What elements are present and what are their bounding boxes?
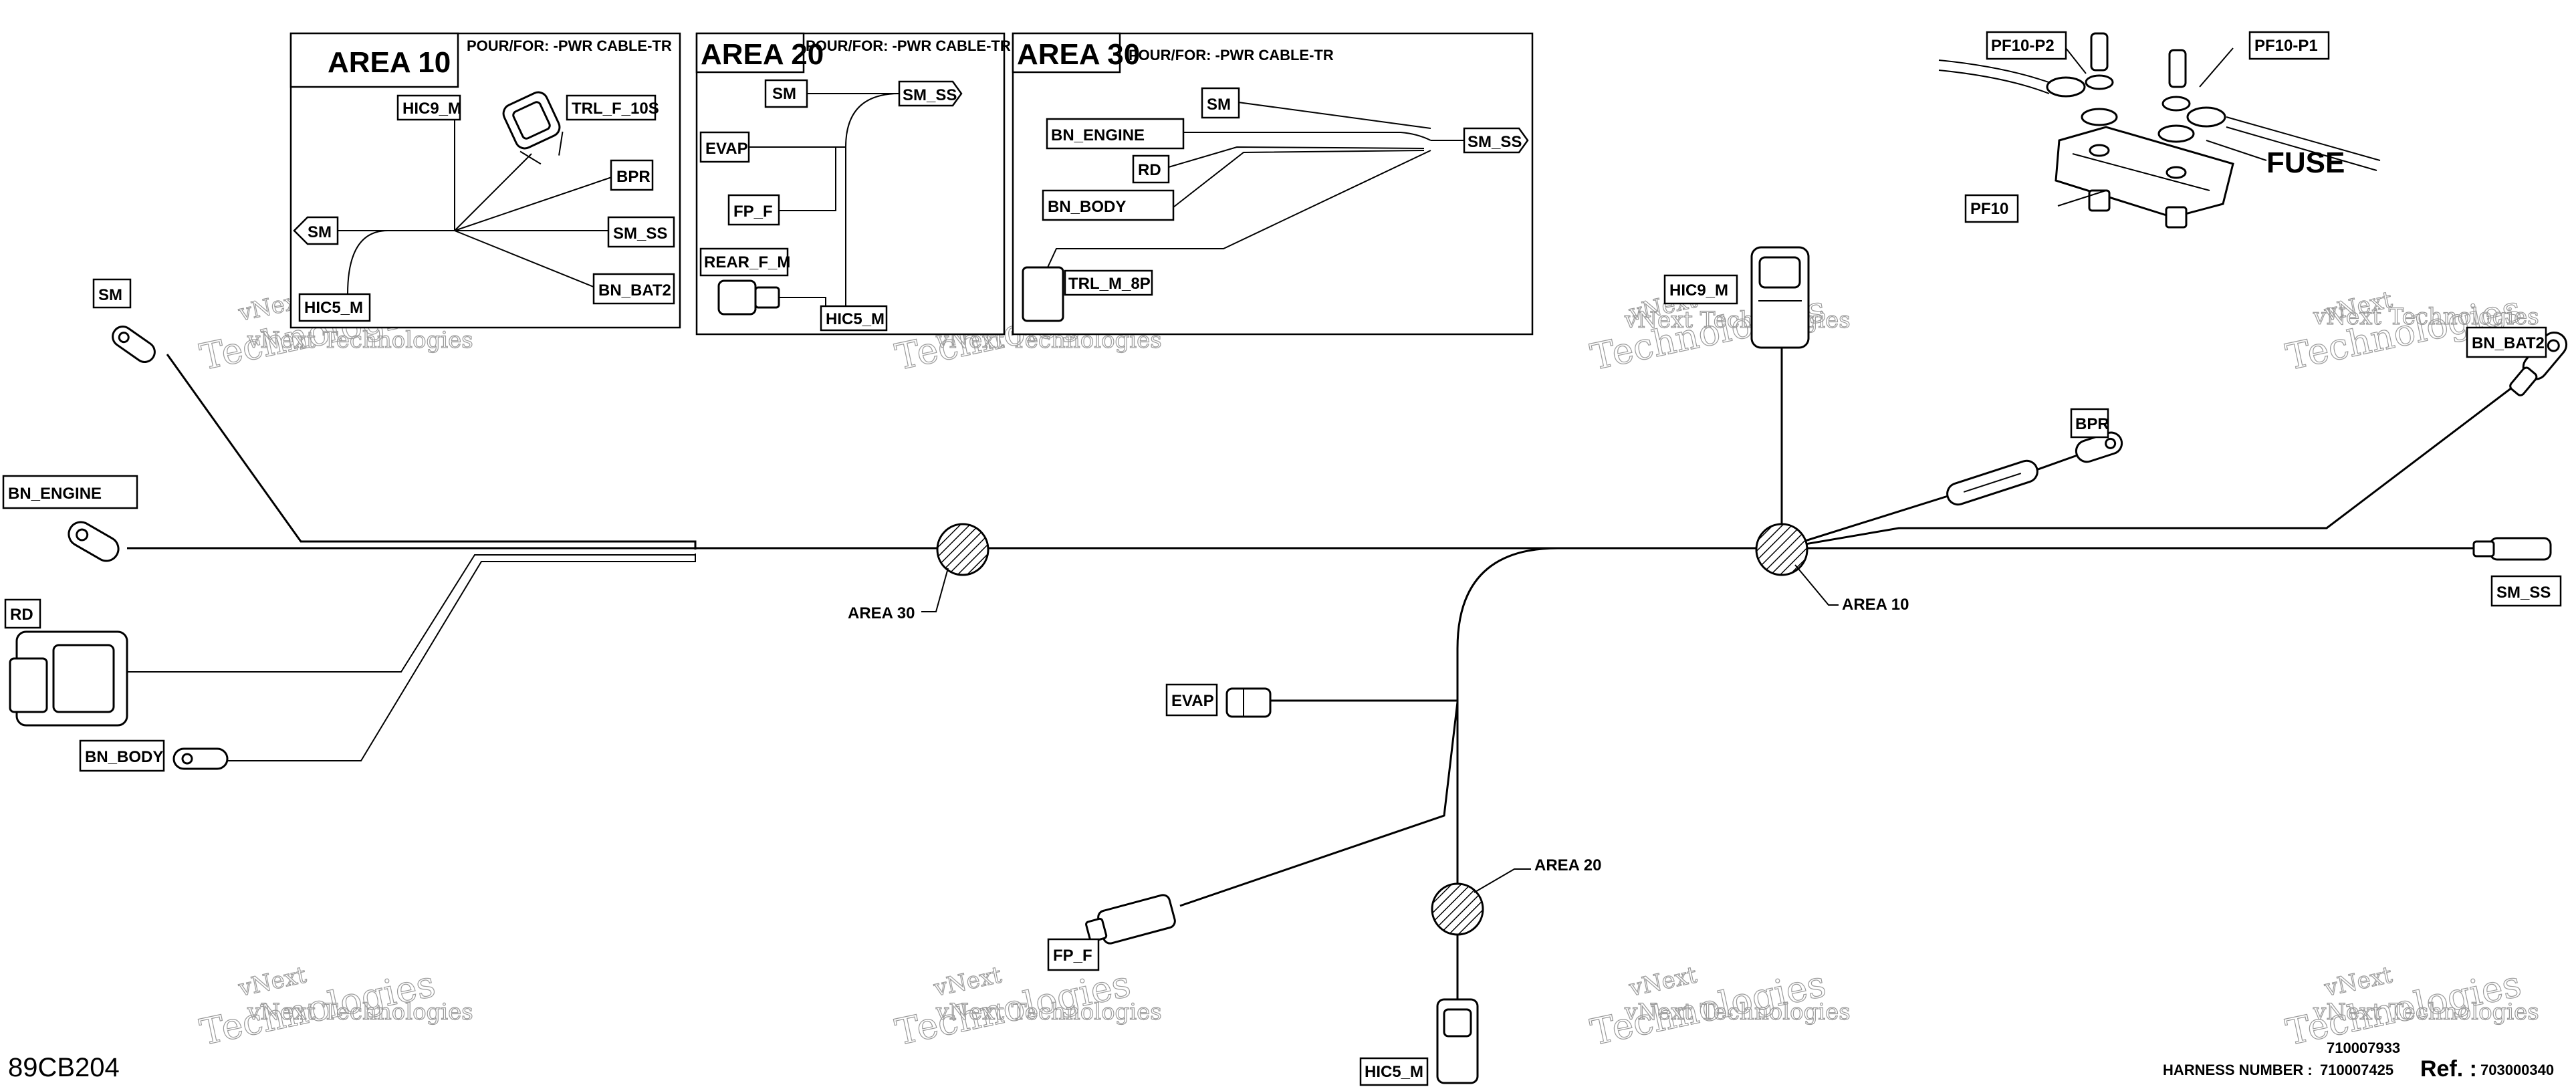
label-hic9-m: HIC9_M <box>1669 281 1728 299</box>
label-bn-bat2: BN_BAT2 <box>2472 334 2545 352</box>
harness-number-label: HARNESS NUMBER : <box>2163 1062 2313 1078</box>
harness-number-2: 710007933 <box>2327 1040 2400 1056</box>
watermark-group: vNext Technologies vNext Technologies vN… <box>196 286 2539 1054</box>
hic5-m-connector-icon <box>1436 998 1479 1084</box>
drawing-code: 89CB204 <box>8 1053 120 1082</box>
fuse-label-fuse: FUSE <box>2266 146 2345 179</box>
splice-area-10-icon <box>1755 523 1808 576</box>
rear-f-m-connector-icon <box>717 279 757 316</box>
label-bn-engine: BN_ENGINE <box>8 485 102 503</box>
area-20-title-box <box>695 32 805 74</box>
area-20-label-rear-f-m: REAR_F_M <box>704 253 790 271</box>
fuse-label-pf10-p2: PF10-P2 <box>1991 37 2055 55</box>
trl-f-10s-connector-icon <box>502 91 564 165</box>
label-hic5-m: HIC5_M <box>1365 1063 1423 1081</box>
watermark: vNext Technologies <box>247 327 473 354</box>
watermark: vNext Technologies <box>247 999 473 1025</box>
area-20-inset: AREA 20 POUR/FOR: -PWR CABLE-TR SM SM_SS… <box>695 32 1011 336</box>
evap-connector-icon <box>1225 687 1272 718</box>
trl-m-8p-connector-icon <box>1022 266 1064 322</box>
area-10-title: AREA 10 <box>328 46 451 79</box>
watermark: vNext Technologies <box>2313 304 2539 330</box>
watermark: vNext Technologies <box>2282 961 2525 1054</box>
area-30-label-sm: SM <box>1207 96 1231 114</box>
area-20-label-fp-f: FP_F <box>733 203 773 221</box>
area-30-title-box <box>1012 32 1121 74</box>
watermark: vNext Technologies <box>935 999 1162 1025</box>
bn-engine-ring-terminal-icon <box>68 521 120 562</box>
fuse-detail: PF10-P2 PF10-P1 FUSE PF10 <box>1938 31 2381 229</box>
area-20-label-evap: EVAP <box>705 140 748 158</box>
fp-f-connector-icon <box>1085 894 1176 945</box>
area-10-label-sm-ss: SM_SS <box>613 225 667 243</box>
label-evap: EVAP <box>1171 692 1214 710</box>
watermark: vNext Technologies <box>196 961 439 1054</box>
label-fp-f: FP_F <box>1053 947 1092 965</box>
area-30-label-bn-engine: BN_ENGINE <box>1051 126 1145 144</box>
bpr-fuse-icon <box>1946 459 2038 506</box>
area-30-label-sm-ss: SM_SS <box>1468 133 1522 151</box>
label-area-10: AREA 10 <box>1842 596 1909 614</box>
sm-ss-terminal-icon <box>2472 537 2552 561</box>
area-20-label-hic5-m: HIC5_M <box>826 310 885 328</box>
label-area-20: AREA 20 <box>1534 856 1601 874</box>
bn-body-ring-terminal-icon <box>172 747 229 770</box>
watermark: vNext Technologies <box>2313 999 2539 1025</box>
label-sm: SM <box>98 286 122 304</box>
watermark: vNext Technologies <box>1624 307 1851 334</box>
area-30-label-trl-m-8p: TRL_M_8P <box>1068 275 1151 293</box>
area-20-pour: POUR/FOR: -PWR CABLE-TR <box>806 37 1011 54</box>
area-30-label-rd: RD <box>1138 161 1161 179</box>
splice-area-30-icon <box>936 523 989 576</box>
ref-value: 703000340 <box>2480 1062 2554 1078</box>
screw-icon <box>2090 32 2109 72</box>
area-20-label-sm: SM <box>772 85 796 103</box>
area-10-label-hic5-m: HIC5_M <box>304 299 363 317</box>
splice-area-20-icon <box>1431 882 1484 936</box>
area-10-label-sm: SM <box>308 223 332 241</box>
area-20-title: AREA 20 <box>701 38 824 71</box>
area-10-label-bpr: BPR <box>616 168 651 186</box>
main-harness: SM BN_ENGINE RD BN_BODY AREA 30 HIC9_M B… <box>2 246 2568 1086</box>
sm-ring-terminal-icon <box>112 326 156 363</box>
title-block: 89CB204 710007933 HARNESS NUMBER : 71000… <box>8 1040 2554 1082</box>
area-30-inset: AREA 30 POUR/FOR: -PWR CABLE-TR SM BN_EN… <box>1012 32 1534 336</box>
area-10-pour: POUR/FOR: -PWR CABLE-TR <box>467 37 672 54</box>
area-10-label-hic9-m: HIC9_M <box>402 100 461 118</box>
harness-number-1: 710007425 <box>2320 1062 2393 1078</box>
area-10-title-box <box>289 32 459 88</box>
ref-label: Ref. : <box>2420 1056 2477 1082</box>
label-bn-body: BN_BODY <box>85 748 163 766</box>
fuse-label-pf10-p1: PF10-P1 <box>2254 37 2318 55</box>
rd-connector-icon <box>9 630 128 727</box>
area-30-title: AREA 30 <box>1017 38 1140 71</box>
label-sm-ss: SM_SS <box>2496 584 2551 602</box>
area-10-label-bn-bat2: BN_BAT2 <box>598 281 671 299</box>
watermark: vNext Technologies <box>1587 961 1830 1054</box>
hic9-m-connector-icon <box>1750 246 1810 349</box>
label-bpr: BPR <box>2075 415 2109 433</box>
screw-icon <box>2168 49 2187 88</box>
label-rd: RD <box>10 606 33 624</box>
watermark: vNext Technologies <box>1624 999 1851 1025</box>
area-10-inset: AREA 10 POUR/FOR: -PWR CABLE-TR HIC9_M T… <box>289 32 681 329</box>
fuse-label-pf10: PF10 <box>1970 200 2008 218</box>
area-30-pour: POUR/FOR: -PWR CABLE-TR <box>1129 47 1334 64</box>
label-area-30: AREA 30 <box>848 604 915 622</box>
area-30-label-bn-body: BN_BODY <box>1048 198 1126 216</box>
area-20-label-sm-ss: SM_SS <box>903 86 957 104</box>
area-10-label-trl-f-10s: TRL_F_10S <box>572 100 659 118</box>
